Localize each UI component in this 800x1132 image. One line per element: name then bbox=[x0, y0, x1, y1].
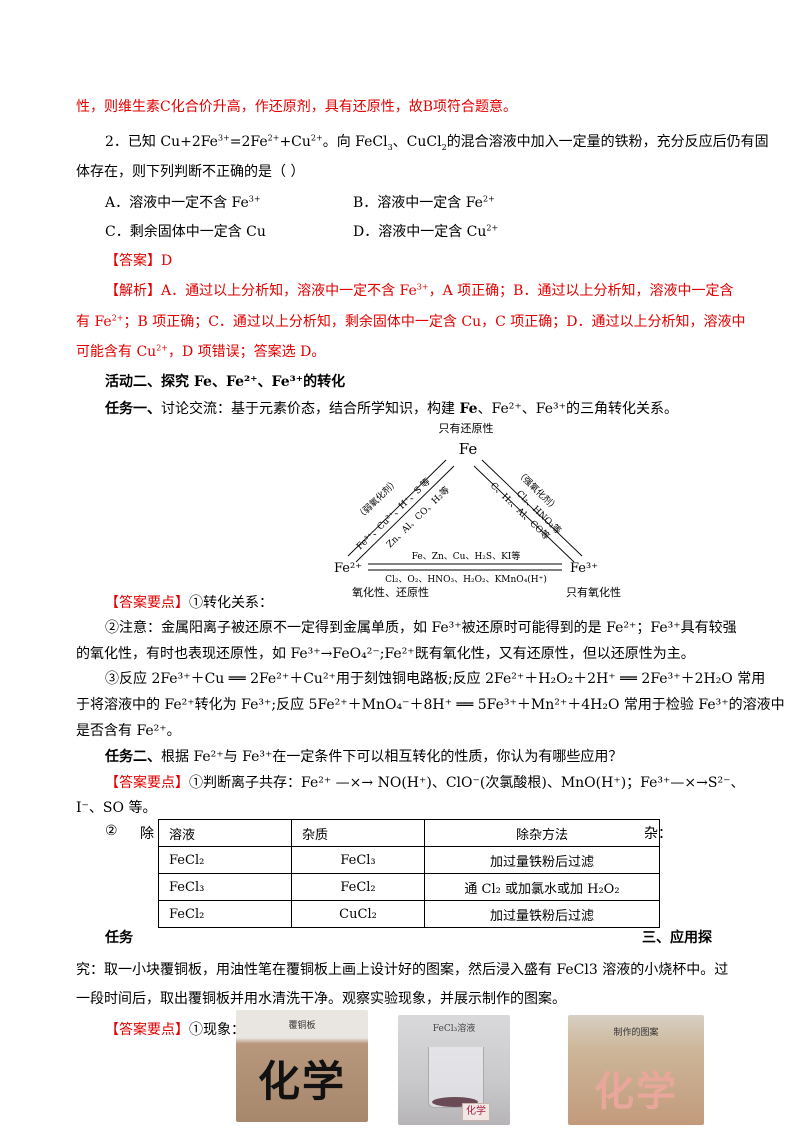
table-header: 杂质 bbox=[291, 819, 425, 847]
question-2-stem-line2: 体存在，则下列判断不正确的是（ ） bbox=[76, 164, 305, 180]
task-2-title: 任务二、根据 Fe²⁺与 Fe³⁺在一定条件下可以相互转化的性质，你认为有哪些应… bbox=[105, 749, 623, 765]
photo-tag: 化学 bbox=[462, 1103, 490, 1121]
option-a: A．溶液中一定不含 Fe3+ bbox=[105, 194, 261, 211]
points-1-reaction-line1: ③反应 2Fe³⁺＋Cu ══ 2Fe²⁺＋Cu²⁺用于刻蚀铜电路板;反应 2F… bbox=[105, 671, 766, 687]
fe-top-label: 只有还原性 bbox=[439, 421, 494, 435]
fe-node: Fe bbox=[459, 440, 478, 458]
task-2-point-1-line2: I⁻、SO 等。 bbox=[76, 800, 157, 816]
photo-caption: 覆铜板 bbox=[288, 1021, 316, 1031]
photo-handwriting: 化学 bbox=[257, 1057, 346, 1106]
table-row: FeCl₂ CuCl₂ 加过量铁粉后过滤 bbox=[158, 900, 660, 928]
explanation-line2: 有 Fe2+；B 项正确；C．通过以上分析知，剩余固体中一定含 Cu，C 项正确… bbox=[76, 313, 746, 330]
continuation-line: 性，则维生素C化合价升高，作还原剂，具有还原性，故B项符合题意。 bbox=[76, 99, 517, 115]
table-row: FeCl₃ FeCl₂ 通 Cl₂ 或加氯水或加 H₂O₂ bbox=[158, 873, 660, 901]
table-cell: 加过量铁粉后过滤 bbox=[424, 900, 660, 928]
task-2-point-2-chu: 除 bbox=[140, 826, 154, 842]
option-b: B．溶液中一定含 Fe2+ bbox=[353, 194, 495, 211]
table-header-row: 溶液 杂质 除杂方法 bbox=[158, 819, 660, 847]
bottom-bottom-label: Cl₂、O₂、HNO₃、H₂O₂、KMnO₄(H⁺) bbox=[385, 574, 547, 585]
beaker-photo: FeCl₃溶液 化学 bbox=[398, 1015, 510, 1125]
fe2-property-label: 氧化性、还原性 bbox=[352, 585, 429, 599]
points-1-note-line2: 的氧化性，有时也表现还原性，如 Fe³⁺→FeO₄²⁻;Fe²⁺既有氧化性，又有… bbox=[76, 646, 695, 662]
option-c: C．剩余固体中一定含 Cu bbox=[105, 224, 266, 240]
points-1-note-line1: ②注意：金属阳离子被还原不一定得到金属单质，如 Fe³⁺被还原时可能得到的是 F… bbox=[105, 620, 737, 636]
points-1-reaction-line3: 是否含有 Fe²⁺。 bbox=[76, 723, 181, 739]
table-header: 溶液 bbox=[158, 819, 292, 847]
task-3-right: 三、应用探 bbox=[642, 930, 712, 946]
table-cell: FeCl₃ bbox=[158, 873, 292, 901]
table-header: 除杂方法 bbox=[424, 819, 660, 847]
task-2-point-1-line1: 【答案要点】①判断离子共存：Fe²⁺ —×→ NO(H⁺)、ClO⁻(次氯酸根)… bbox=[105, 775, 745, 791]
table-cell: FeCl₂ bbox=[158, 846, 292, 874]
photo-caption: FeCl₃溶液 bbox=[432, 1024, 476, 1034]
fe2-node: Fe²⁺ bbox=[334, 561, 362, 576]
iron-triangle-diagram: 只有还原性 Fe （弱氧化剂） Fe³⁺、Cu²⁺、H⁺、S 等 Zn、Al、C… bbox=[334, 421, 621, 599]
task-3-line2: 究：取一小块覆铜板，用油性笔在覆铜板上画上设计好的图案，然后浸入盛有 FeCl3… bbox=[76, 962, 729, 978]
copper-plate-photo: 覆铜板 化学 bbox=[236, 1010, 368, 1122]
impurity-removal-table: 溶液 杂质 除杂方法 FeCl₂ FeCl₃ 加过量铁粉后过滤 FeCl₃ Fe… bbox=[158, 819, 660, 928]
task-3-left: 任务 bbox=[105, 930, 133, 946]
table-cell: FeCl₂ bbox=[291, 873, 425, 901]
table-cell: 加过量铁粉后过滤 bbox=[424, 846, 660, 874]
task-3-line3: 一段时间后，取出覆铜板并用水清洗干净。观察实验现象，并展示制作的图案。 bbox=[76, 991, 566, 1007]
task-3-points: 【答案要点】①现象： bbox=[105, 1022, 245, 1038]
question-2-stem: 2．已知 Cu+2Fe3+=2Fe2++Cu2+。向 FeCl3、CuCl2的混… bbox=[105, 133, 769, 152]
explanation-line3: 可能含有 Cu2+，D 项错误；答案选 D。 bbox=[76, 343, 326, 360]
fe3-node: Fe³⁺ bbox=[570, 561, 598, 576]
answer: 【答案】D bbox=[105, 253, 173, 269]
table-cell: FeCl₂ bbox=[158, 900, 292, 928]
table-cell: FeCl₃ bbox=[291, 846, 425, 874]
etched-pattern-photo: 制作的图案 化学 bbox=[568, 1015, 704, 1125]
table-row: FeCl₂ FeCl₃ 加过量铁粉后过滤 bbox=[158, 846, 660, 874]
task-2-point-2-num: ② bbox=[105, 823, 118, 839]
photo-caption: 制作的图案 bbox=[613, 1028, 659, 1038]
points-1-reaction-line2: 于将溶液中的 Fe²⁺转化为 Fe³⁺;反应 5Fe²⁺＋MnO₄⁻＋8H⁺ ═… bbox=[76, 697, 785, 713]
option-d: D．溶液中一定含 Cu2+ bbox=[353, 223, 499, 240]
task-1: 任务一、讨论交流：基于元素价态，结合所学知识，构建 Fe、Fe²⁺、Fe³⁺的三… bbox=[105, 401, 679, 417]
photo-pattern-text: 化学 bbox=[594, 1068, 678, 1115]
points-1-line1: 【答案要点】①转化关系： bbox=[105, 595, 273, 611]
explanation-line1: 【解析】A．通过以上分析知，溶液中一定不含 Fe3+，A 项正确；B．通过以上分… bbox=[105, 282, 734, 299]
activity-2-title: 活动二、探究 Fe、Fe²⁺、Fe³⁺的转化 bbox=[105, 374, 346, 390]
table-cell: 通 Cl₂ 或加氯水或加 H₂O₂ bbox=[424, 873, 660, 901]
fe3-property-label: 只有氧化性 bbox=[566, 585, 621, 599]
bottom-top-label: Fe、Zn、Cu、H₂S、KI等 bbox=[412, 550, 521, 562]
table-cell: CuCl₂ bbox=[291, 900, 425, 928]
solution-puddle bbox=[432, 1097, 478, 1107]
